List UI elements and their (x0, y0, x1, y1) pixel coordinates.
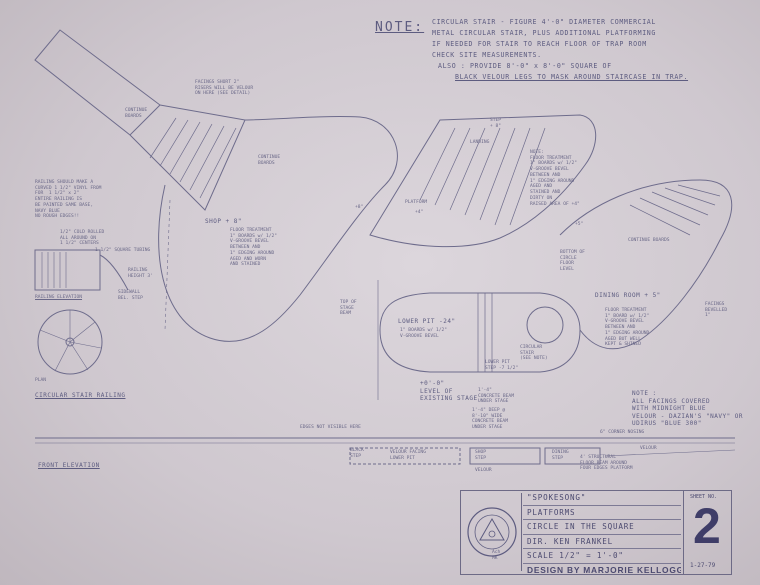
label-corner-note: 6" CORNER NOSING (600, 430, 645, 435)
label-continue-boards: CONTINUE BOARDS (125, 108, 148, 119)
label-circular-stair-railing: CIRCULAR STAIR RAILING (35, 392, 126, 399)
sheet-number-label: SHEET NO. (690, 494, 718, 500)
label-concrete-beam: 1'-4" CONCRETE BEAM UNDER STAGE (478, 388, 514, 405)
label-pit-boards: 1" BOARDS w/ 1/2" V-GROOVE BEVEL (400, 328, 448, 339)
sheet-number: 2 (693, 498, 721, 554)
label-bottom-note: NOTE : ALL FACINGS COVERED WITH MIDNIGHT… (632, 390, 744, 427)
label-velour-facing: VELOUR FACING LOWER PIT (390, 450, 426, 461)
note-line: BLACK VELOUR LEGS TO MASK AROUND STAIRCA… (455, 73, 689, 81)
stair-run (129, 104, 246, 211)
theatre-name: CIRCLE IN THE SQUARE (523, 520, 681, 535)
label-floor-treatment-c: FLOOR TREATMENT 1" BOARD w/ 1/2" V-GROOV… (605, 308, 650, 348)
label-black-step: BLACK STEP (350, 448, 364, 459)
label-circular-stair: CIRCULAR STAIR (SEE NOTE) (520, 345, 548, 362)
title-block-main: "SPOKESONG" PLATFORMS CIRCLE IN THE SQUA… (523, 491, 681, 575)
label-rail-section: 1 1/2" SQUARE TUBING (95, 248, 151, 253)
label-floor-beam: 4' STRUCTURAL FLOOR BEAM AROUND FOUR EDG… (580, 455, 633, 472)
stair-well (526, 306, 564, 344)
note-line: IF NEEDED FOR STAIR TO REACH FLOOR OF TR… (432, 40, 647, 48)
label-step: STEP + 8" (490, 118, 502, 129)
label-floor-treatment: FLOOR TREATMENT 1" BOARDS w/ 1/2" V-GROO… (230, 228, 278, 268)
label-initials: Ach MK (492, 550, 501, 561)
seal-icon (467, 507, 517, 557)
note-line: CIRCULAR STAIR - FIGURE 4'-0" DIAMETER C… (432, 18, 656, 26)
label-edges-note: EDGES NOT VISIBLE HERE (300, 425, 361, 430)
label-dim: +4" (415, 210, 424, 215)
label-facings-short: FACINGS SHORT 2" RISERS WILL BE VELOUR O… (195, 80, 254, 97)
note-line: CHECK SITE MEASUREMENTS. (432, 51, 542, 59)
scale-text: SCALE 1/2" = 1'-0" (523, 549, 681, 564)
label-rail-detail: 1/2" COLD ROLLED ALL AROUND ON 1 1/2" CE… (60, 230, 105, 247)
designer-credit: DESIGN BY MARJORIE KELLOGG (527, 564, 681, 575)
label-rail-elevation: RAILING ELEVATION (35, 295, 83, 300)
label-dining-step: DINING STEP (552, 450, 569, 461)
dining-platform (559, 179, 733, 350)
sheet-date: 1-27-79 (690, 562, 716, 569)
union-seal (463, 493, 522, 571)
label-lower-pit: LOWER PIT -24" (398, 318, 456, 325)
director-name: DIR. KEN FRANKEL (523, 535, 681, 549)
sheet-title: PLATFORMS (523, 506, 681, 520)
label-sidewall: SIDEWALL BEL. STEP (118, 290, 143, 301)
label-railing: RAILING HEIGHT 3' (128, 268, 153, 279)
label-velour: VELOUR (640, 446, 657, 451)
note-title: NOTE: (375, 20, 425, 35)
label-facings-right: FACINGS BEVELLED 1" (705, 302, 728, 319)
note-line: ALSO : PROVIDE 8'-0" x 8'-0" SQUARE OF (438, 62, 612, 70)
sheet-number-box: SHEET NO. 2 1-27-79 (683, 491, 732, 574)
label-platform: PLATFORM (405, 200, 428, 205)
landing-platform (369, 114, 597, 248)
label-shop: SHOP + 8" (205, 218, 243, 225)
label-front-elevation: FRONT ELEVATION (38, 462, 100, 469)
label-landing: LANDING (470, 140, 490, 145)
label-lower-pit-step: LOWER PIT STEP -7 1/2" (485, 360, 519, 371)
label-dim: +8" (355, 205, 364, 210)
label-lower-pit-elev: BOTTOM OF CIRCLE FLOOR LEVEL (560, 250, 585, 273)
label-under-stage: TOP OF STAGE BEAM (340, 300, 357, 317)
shop-platform (158, 116, 398, 342)
label-shop-step: SHOP STEP (475, 450, 487, 461)
lower-pit (379, 292, 581, 373)
railing-elevation-box (34, 249, 101, 291)
label-continue-boards-right: CONTINUE BOARDS (628, 238, 670, 243)
label-dim: +5" (575, 222, 584, 227)
label-floor-treatment-b: NOTE: FLOOR TREATMENT 1" BOARDS w/ 1/2" … (530, 150, 580, 207)
title-block: "SPOKESONG" PLATFORMS CIRCLE IN THE SQUA… (460, 490, 732, 575)
label-dining-room: DINING ROOM + 5" (595, 292, 661, 299)
label-plan: PLAN (35, 378, 47, 383)
note-line: METAL CIRCULAR STAIR, PLUS ADDITIONAL PL… (432, 29, 656, 37)
label-continue-boards: CONTINUE BOARDS (258, 155, 281, 166)
label-railing-note: RAILING SHOULD MAKE A CURVED 1 1/2" VINY… (35, 180, 102, 220)
show-title: "SPOKESONG" (523, 491, 681, 506)
label-velour-bottom: VELOUR (475, 468, 492, 473)
label-level-existing: +0'-0" LEVEL OF EXISTING STAGE (420, 380, 478, 402)
label-beam-note: 1'-4" DEEP @ 8'-10" WIDE CONCRETE BEAM U… (472, 408, 508, 431)
